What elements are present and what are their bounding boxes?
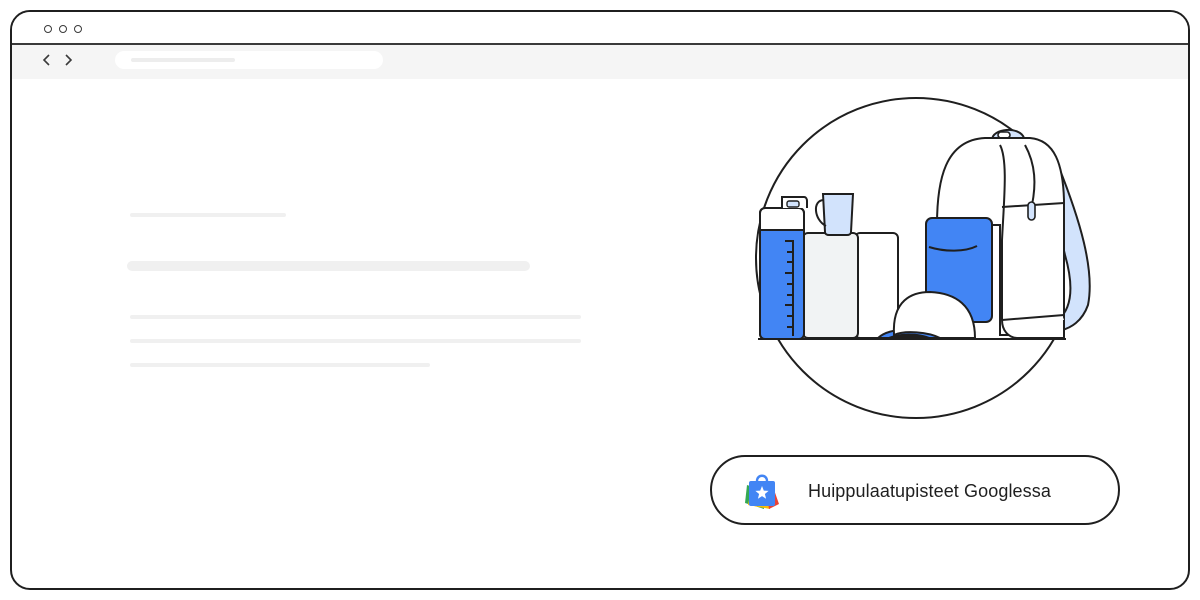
chevron-right-icon [65, 54, 73, 66]
box-front [802, 232, 859, 339]
mug [821, 193, 855, 236]
window-dot-icon[interactable] [59, 25, 67, 33]
browser-toolbar [12, 45, 1188, 79]
skeleton-eyebrow [130, 213, 286, 217]
promo-label: Huippulaatupisteet Googlessa [808, 481, 1051, 501]
chevron-left-icon [42, 54, 50, 66]
skeleton-body-line [130, 315, 581, 319]
title-bar [12, 12, 1188, 45]
back-button[interactable] [42, 53, 52, 71]
box-back [854, 232, 899, 339]
skeleton-headline [127, 261, 530, 271]
products-illustration [755, 97, 1091, 419]
shopping-bag-star-icon [745, 474, 779, 509]
window-dot-icon[interactable] [74, 25, 82, 33]
address-bar[interactable] [115, 51, 383, 69]
window-dot-icon[interactable] [44, 25, 52, 33]
forward-button[interactable] [63, 53, 73, 71]
address-bar-placeholder [131, 58, 235, 62]
top-quality-store-badge-button[interactable]: Huippulaatupisteet Googlessa [710, 455, 1120, 525]
skeleton-body-line [130, 363, 430, 367]
skeleton-body-line [130, 339, 581, 343]
cap [875, 290, 977, 339]
